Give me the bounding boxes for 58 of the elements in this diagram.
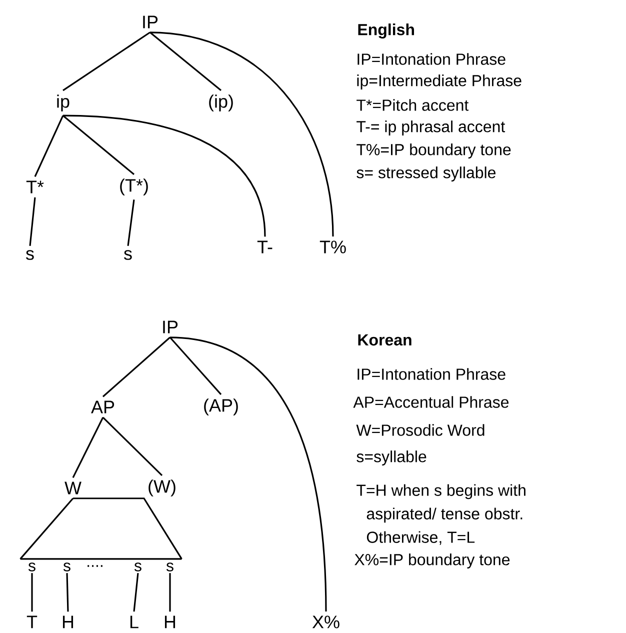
- tree-label: H: [164, 616, 176, 628]
- tree-label: s: [166, 562, 174, 572]
- tree-label: s: [26, 250, 34, 260]
- tree-branch: [29, 197, 36, 246]
- tree-label: T%: [320, 240, 346, 254]
- tree-label: IP: [143, 16, 158, 28]
- tree-branch: [62, 114, 134, 176]
- tree-label: X%: [312, 616, 340, 628]
- tree-label: s: [28, 562, 36, 572]
- tree-branch: [66, 573, 69, 612]
- tree-label: s: [63, 562, 70, 572]
- tree-branch: [72, 417, 104, 478]
- tree-branch: [150, 32, 222, 92]
- tree-label: ip: [57, 94, 70, 112]
- tree-branch: [73, 498, 182, 560]
- heading: English: [358, 24, 414, 38]
- heading: Korean: [358, 334, 412, 346]
- tree-branch: [127, 199, 135, 246]
- tree-branch: [169, 336, 222, 395]
- tree-branch: [102, 336, 171, 398]
- tree-branch: [62, 32, 150, 92]
- tree-label: s: [124, 250, 132, 260]
- tree-label: H: [62, 616, 74, 628]
- legend-text: T=H when s begins with aspirated/ tense obstr. Otherwise, T=L: [356, 484, 526, 545]
- tree-branch: [133, 572, 139, 612]
- tree-label: (T*): [120, 178, 148, 196]
- tree-label: (AP): [204, 398, 238, 416]
- legend-text: s= stressed syllable: [356, 166, 496, 182]
- tree-branch: [170, 336, 327, 612]
- legend-text: X%=IP boundary tone: [354, 554, 510, 568]
- legend-text: T-= ip phrasal accent: [356, 120, 506, 136]
- tree-branch: [20, 498, 74, 560]
- tree-branch: [20, 558, 182, 560]
- legend-text: IP=Intonation Phrase: [358, 53, 506, 65]
- tree-label: W: [64, 482, 82, 494]
- tree-branch: [34, 115, 64, 177]
- legend-text: W=Prosodic Word: [356, 424, 484, 436]
- tree-label: s: [134, 562, 142, 572]
- ellipsis: ....: [88, 565, 102, 567]
- tree-label: IP: [163, 320, 178, 334]
- tree-branch: [31, 573, 33, 612]
- tree-branch: [102, 416, 163, 476]
- legend-text: ip=Intermediate Phrase: [357, 74, 522, 90]
- tree-label: T*: [26, 180, 44, 194]
- legend-text: T*=Pitch accent: [356, 99, 469, 111]
- tree-label: T-: [257, 240, 272, 254]
- tree-branch: [62, 114, 266, 237]
- tree-label: (ip): [209, 94, 233, 112]
- legend-text: IP=Intonation Phrase: [358, 368, 506, 380]
- tree-branch: [169, 573, 171, 612]
- legend-text: T%=IP boundary tone: [356, 144, 511, 158]
- tree-label: AP: [91, 400, 114, 414]
- legend-text: s=syllable: [356, 450, 426, 466]
- tree-label: (W): [148, 480, 176, 496]
- legend-text: AP=Accentual Phrase: [353, 396, 509, 408]
- tree-label: T: [26, 616, 38, 628]
- tree-branch: [150, 32, 334, 237]
- tree-label: L: [130, 616, 138, 628]
